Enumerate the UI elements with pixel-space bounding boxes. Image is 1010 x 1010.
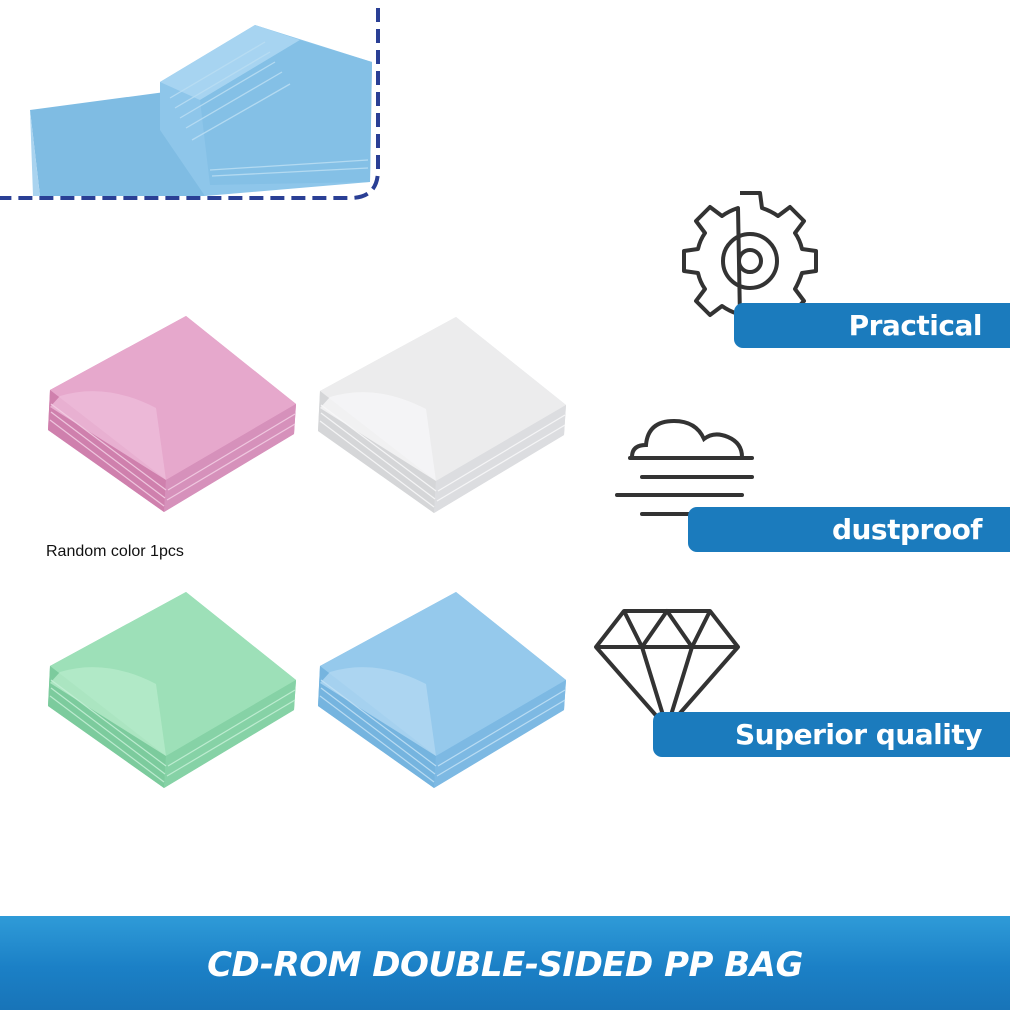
feature-label-superior-quality: Superior quality: [653, 712, 1010, 757]
feature-label-practical: Practical: [734, 303, 1010, 348]
color-caption: Random color 1pcs: [46, 543, 184, 560]
feature-label-dustproof: dustproof: [688, 507, 1010, 552]
white-sleeve-stack: [316, 313, 571, 518]
pink-sleeve-stack: [46, 312, 301, 517]
footer-title: CD-ROM DOUBLE-SIDED PP BAG: [207, 945, 803, 985]
green-sleeve-stack: [46, 588, 301, 793]
gear-icon: [680, 188, 820, 318]
blue-sleeve-stack: [316, 588, 571, 793]
top-product-photo: [0, 0, 390, 205]
fog-icon: [612, 415, 762, 520]
footer-banner: CD-ROM DOUBLE-SIDED PP BAG: [0, 916, 1010, 1010]
diamond-icon: [592, 607, 742, 732]
